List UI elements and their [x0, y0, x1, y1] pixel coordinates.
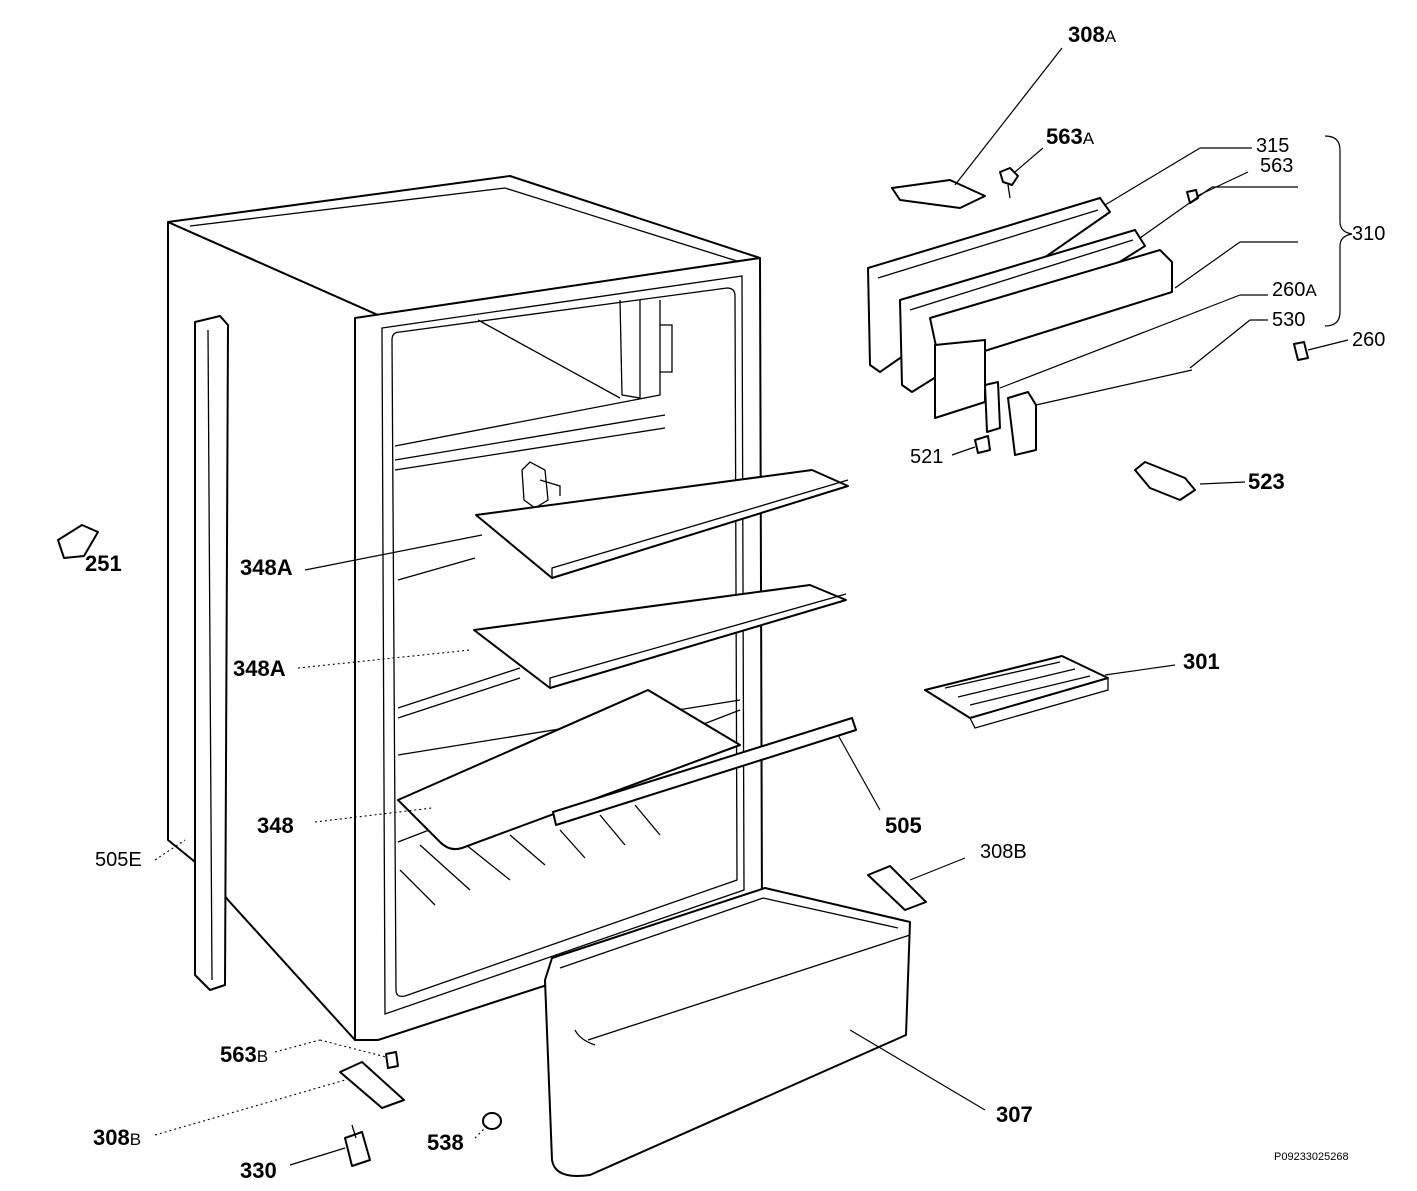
- label-348a-lower: 348A: [233, 656, 286, 681]
- label-563b: 563B: [220, 1042, 268, 1067]
- clip-260: [1293, 341, 1309, 361]
- drawing-code: P09233025268: [1274, 1151, 1349, 1163]
- adjustable-foot: [344, 1124, 371, 1167]
- label-530: 530: [1272, 309, 1305, 331]
- plug-521: [974, 435, 991, 454]
- label-307: 307: [996, 1102, 1033, 1127]
- crisper-drawer: [544, 887, 911, 1177]
- label-301: 301: [1183, 649, 1220, 674]
- hinge-308b-right: [867, 865, 927, 911]
- brace-310: [1324, 135, 1353, 327]
- door-trim-strip: [194, 315, 229, 991]
- label-563a: 563A: [1046, 124, 1095, 149]
- label-308b-left: 308B: [93, 1125, 141, 1150]
- label-505e: 505E: [95, 849, 142, 871]
- label-563: 563: [1260, 155, 1293, 177]
- label-521: 521: [910, 446, 943, 468]
- glass-shelf-upper: [475, 469, 849, 579]
- label-505: 505: [885, 813, 922, 838]
- part-251: [57, 524, 99, 559]
- label-348a-upper: 348A: [240, 555, 293, 580]
- shelf-rail: [552, 717, 857, 826]
- glass-shelf-lower: [473, 584, 847, 689]
- label-310: 310: [1352, 223, 1385, 245]
- label-308a-top: 308A: [1068, 22, 1117, 47]
- crisper-cover-shelf: [397, 689, 741, 851]
- label-260: 260: [1352, 329, 1385, 351]
- ice-tray: [924, 655, 1109, 729]
- cap-538: [482, 1112, 502, 1130]
- screw-563: [1186, 189, 1199, 204]
- label-315: 315: [1256, 135, 1289, 157]
- label-523: 523: [1248, 469, 1285, 494]
- freezer-door-assembly: [867, 197, 1193, 456]
- label-330: 330: [240, 1158, 277, 1183]
- label-308b-right: 308B: [980, 841, 1027, 863]
- label-260a: 260A: [1272, 279, 1317, 301]
- hinge-308b-left: [339, 1061, 405, 1109]
- part-labels: 308A 563A 315 563 310 260A 530 260 521 5…: [85, 22, 1385, 1183]
- handle-523: [1134, 461, 1196, 501]
- screw-563b: [385, 1051, 399, 1069]
- screw-563a: [999, 167, 1019, 199]
- label-348: 348: [257, 813, 294, 838]
- label-251: 251: [85, 551, 122, 576]
- hinge-top: [891, 179, 986, 209]
- label-538: 538: [427, 1130, 464, 1155]
- leader-lines: [154, 47, 1349, 1166]
